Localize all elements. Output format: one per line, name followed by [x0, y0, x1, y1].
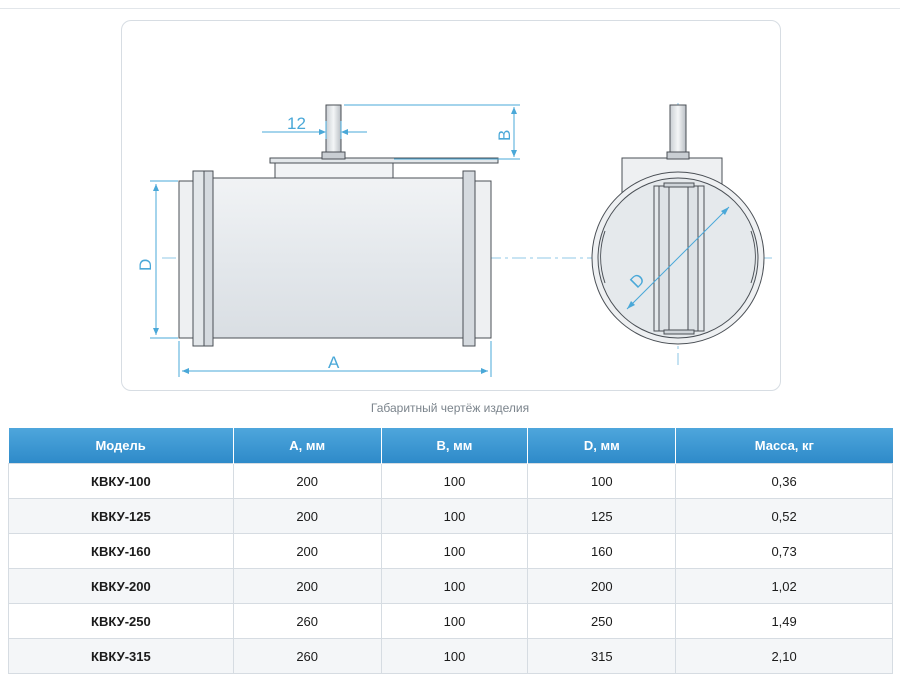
cell-mass: 0,52	[675, 498, 893, 534]
cell-mass: 0,73	[675, 533, 893, 569]
cell-model: КВКУ-160	[8, 533, 234, 569]
front-view-dimension	[626, 206, 730, 310]
cell-b: 100	[380, 568, 529, 604]
cell-d: 200	[527, 568, 677, 604]
header-a-mm: A, мм	[232, 428, 382, 464]
table-row: КВКУ-100 200 100 100 0,36	[8, 463, 893, 499]
dimension-a-label: A	[328, 353, 340, 372]
side-view-dimensions	[150, 104, 520, 377]
table-row: КВКУ-250 260 100 250 1,49	[8, 603, 893, 639]
table-row: КВКУ-315 260 100 315 2,10	[8, 638, 893, 674]
cell-d: 125	[527, 498, 677, 534]
cell-model: КВКУ-125	[8, 498, 234, 534]
cell-a: 260	[232, 603, 382, 639]
cell-model: КВКУ-100	[8, 463, 234, 499]
cell-d: 250	[527, 603, 677, 639]
cell-a: 200	[232, 498, 382, 534]
cell-model: КВКУ-315	[8, 638, 234, 674]
table-row: КВКУ-200 200 100 200 1,02	[8, 568, 893, 604]
table-header-row: Модель A, мм B, мм D, мм Масса, кг	[8, 428, 893, 464]
cell-a: 200	[232, 533, 382, 569]
cell-d: 160	[527, 533, 677, 569]
side-view	[162, 104, 772, 347]
cell-model: КВКУ-200	[8, 568, 234, 604]
cell-a: 200	[232, 568, 382, 604]
front-view	[591, 103, 765, 365]
cell-b: 100	[380, 638, 529, 674]
cell-mass: 2,10	[675, 638, 893, 674]
dimension-arrows	[153, 107, 517, 374]
cell-d: 315	[527, 638, 677, 674]
cell-mass: 0,36	[675, 463, 893, 499]
dimension-drawing-panel: 12 B D A D	[121, 20, 781, 391]
cell-a: 260	[232, 638, 382, 674]
cell-model: КВКУ-250	[8, 603, 234, 639]
cell-b: 100	[380, 603, 529, 639]
specification-table: Модель A, мм B, мм D, мм Масса, кг КВКУ-…	[8, 428, 893, 674]
header-d-mm: D, мм	[527, 428, 677, 464]
cell-b: 100	[380, 533, 529, 569]
cell-mass: 1,02	[675, 568, 893, 604]
header-model: Модель	[8, 428, 234, 464]
dimension-b-label: B	[495, 130, 514, 141]
table-row: КВКУ-160 200 100 160 0,73	[8, 533, 893, 569]
dimension-12-label: 12	[287, 114, 306, 133]
drawing-caption: Габаритный чертёж изделия	[370, 401, 530, 415]
dimension-drawing: 12 B D A D	[136, 103, 772, 377]
cell-a: 200	[232, 463, 382, 499]
cell-d: 100	[527, 463, 677, 499]
cell-b: 100	[380, 463, 529, 499]
dimension-d-side-label: D	[136, 259, 155, 271]
top-divider	[0, 8, 900, 9]
cell-mass: 1,49	[675, 603, 893, 639]
header-mass-kg: Масса, кг	[675, 428, 893, 464]
cell-b: 100	[380, 498, 529, 534]
front-dimension-arrows	[627, 207, 729, 309]
table-row: КВКУ-125 200 100 125 0,52	[8, 498, 893, 534]
header-b-mm: B, мм	[380, 428, 529, 464]
